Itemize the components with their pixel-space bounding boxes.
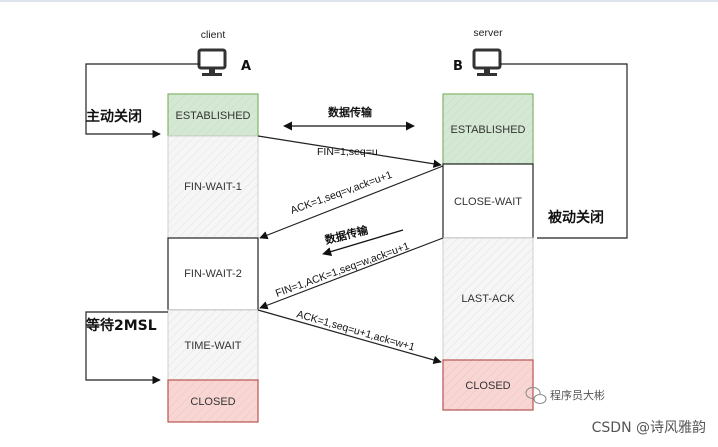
server-state-box-established	[442, 93, 534, 165]
client-caption: client	[201, 29, 226, 41]
client-state-closed: CLOSED	[190, 396, 235, 408]
server-state-box-last-ack	[442, 237, 534, 361]
client-state-fin-wait-1: FIN-WAIT-1	[184, 181, 242, 193]
watermark-credit: CSDN @诗风雅韵	[592, 420, 706, 436]
message-fin-label: FIN=1,seq=u	[317, 146, 378, 158]
server-state-box-closed	[442, 359, 534, 411]
server-state-box-close-wait	[442, 163, 534, 239]
client-state-time-wait: TIME-WAIT	[184, 340, 241, 352]
client-monitor-icon	[197, 48, 227, 76]
message-ack1-arrow	[259, 165, 444, 240]
server-state-closed: CLOSED	[465, 380, 510, 392]
client-state-box-closed	[167, 379, 259, 423]
server-caption: server	[473, 27, 503, 39]
data-transfer-mid-arrow	[322, 229, 404, 257]
server-state-established: ESTABLISHED	[451, 124, 526, 136]
watermark-channel: 程序员大彬	[550, 388, 605, 402]
wait-2msl-connector	[85, 311, 168, 385]
client-letter: A	[241, 59, 251, 74]
message-ack2-arrow	[257, 309, 442, 364]
passive-close-label: 被动关闭	[548, 209, 604, 226]
server-state-close-wait: CLOSE-WAIT	[454, 196, 522, 208]
wechat-icon	[525, 387, 547, 404]
server-letter: B	[453, 59, 463, 74]
wait-2msl-label: 等待2MSL	[86, 317, 157, 334]
message-fin-ack-arrow	[259, 237, 444, 310]
active-close-connector	[85, 63, 200, 139]
message-fin-ack-label: FIN=1,ACK=1,seq=w,ack=u+1	[274, 240, 411, 300]
client-state-fin-wait-2: FIN-WAIT-2	[184, 268, 242, 280]
passive-close-connector	[500, 63, 628, 239]
server-monitor-icon	[472, 48, 502, 76]
active-close-label: 主动关闭	[86, 108, 142, 125]
data-transfer-top-label: 数据传输	[328, 105, 373, 119]
client-state-established: ESTABLISHED	[176, 110, 251, 122]
message-ack1-label: ACK=1,seq=v,ack=u+1	[289, 169, 394, 217]
client-state-box-fin-wait-1	[167, 135, 259, 239]
server-state-last-ack: LAST-ACK	[461, 293, 515, 305]
data-transfer-mid-label: 数据传输	[323, 222, 370, 246]
message-ack2-label: ACK=1,seq=u+1,ack=w+1	[295, 308, 416, 353]
message-fin-arrow	[257, 135, 442, 168]
client-state-box-time-wait	[167, 309, 259, 381]
